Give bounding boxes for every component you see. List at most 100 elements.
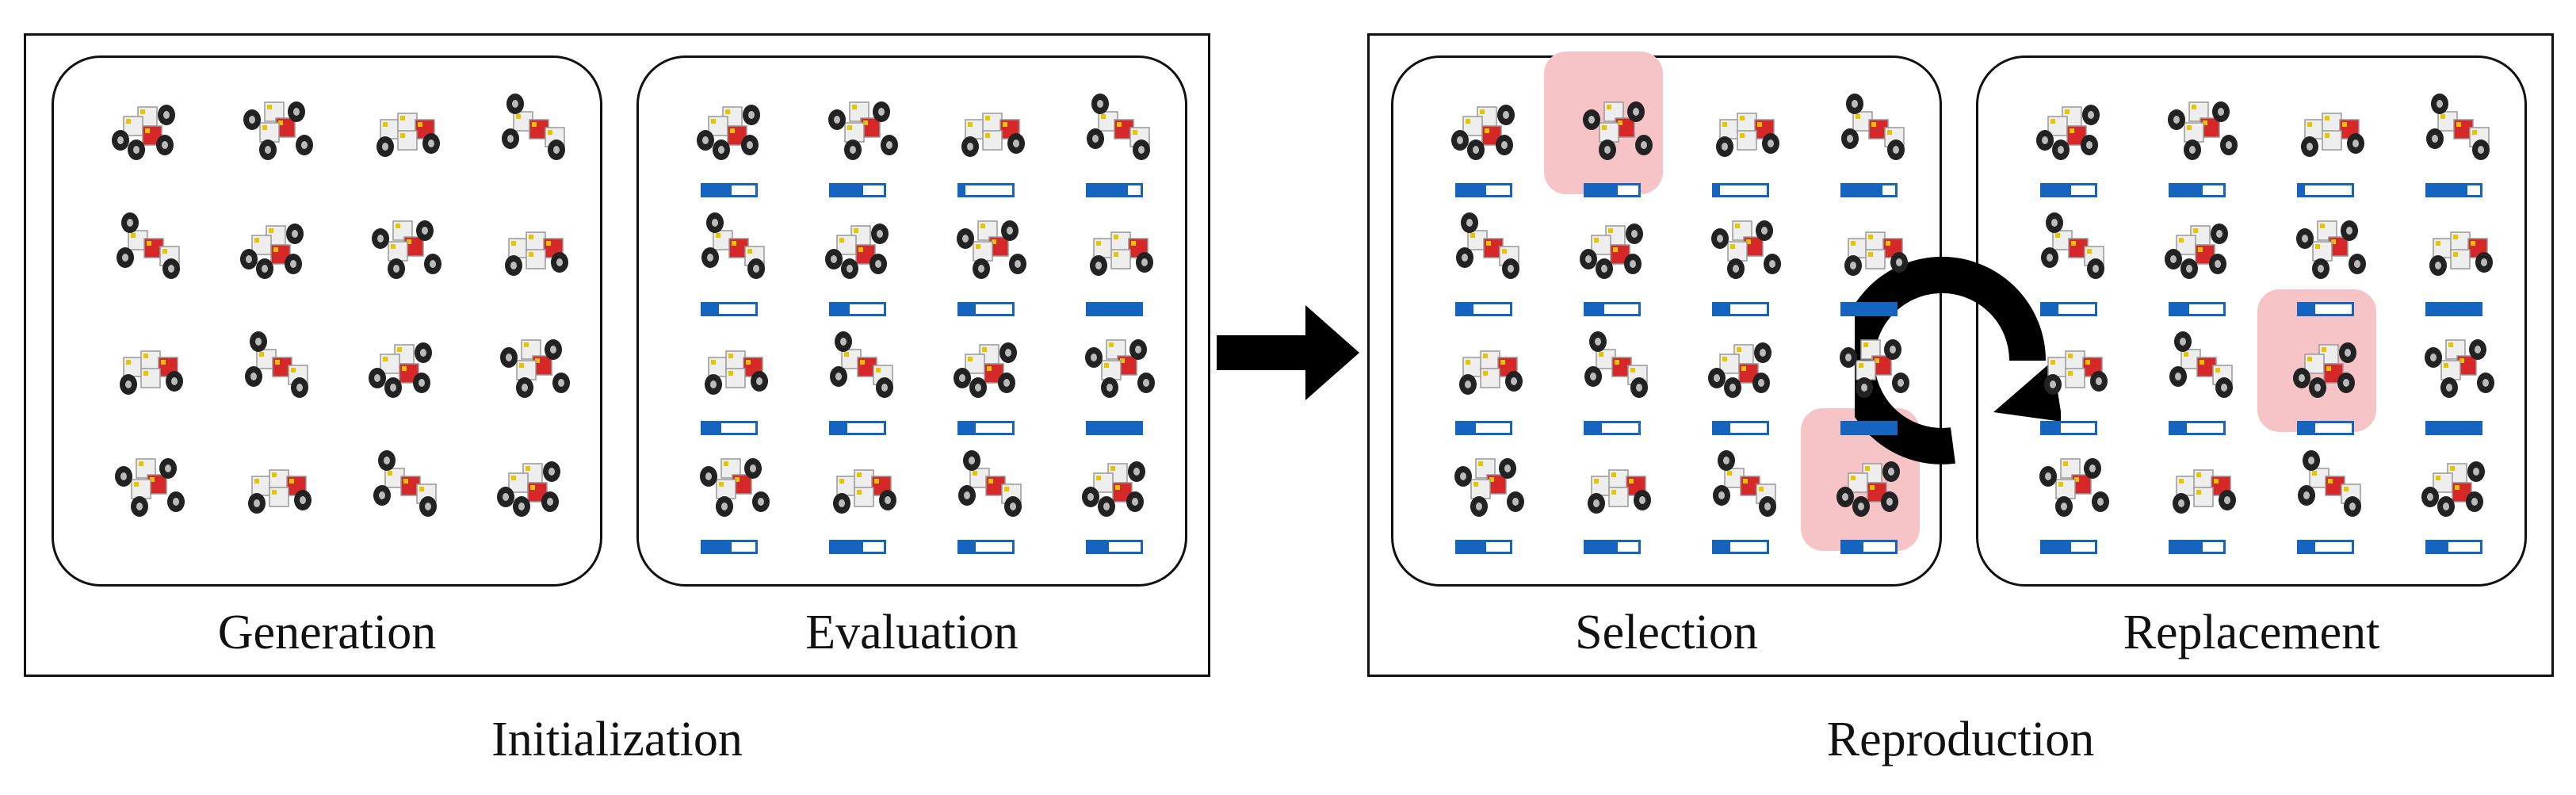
generation-panel [52,55,602,587]
fitness-bar-fill [1458,542,1487,552]
fitness-bar [957,540,1015,554]
robot-cell [1688,193,1807,316]
fitness-bar [1086,302,1143,316]
fitness-bar-fill [1586,542,1618,552]
evaluation-panel [636,55,1187,587]
fitness-bar-fill [2043,542,2072,552]
robot-cell [477,74,596,193]
robot-cell [934,74,1053,197]
fitness-bar [2425,302,2482,316]
fitness-bar-fill [1843,185,1882,195]
robot-cell [2016,312,2135,435]
fitness-bar-fill [2428,542,2449,552]
robot-cell [92,312,211,430]
fitness-bar [1712,183,1769,197]
fitness-bar [1840,540,1898,554]
fitness-bar-fill [2428,185,2467,195]
robot-cell [1062,193,1181,316]
fitness-bar-fill [960,185,965,195]
robot-cell [805,193,924,316]
fitness-bar [2425,421,2482,435]
fitness-bar [2425,540,2482,554]
robot-cell [1817,193,1936,316]
fitness-bar-fill [2171,185,2203,195]
right-arrow-icon [1217,305,1359,400]
fitness-bar [2040,183,2097,197]
robot-cell [805,74,924,197]
selection-label: Selection [1575,606,1758,659]
fitness-bar-fill [831,423,847,433]
fitness-bar-fill [2299,304,2315,314]
fitness-bar [957,183,1015,197]
fitness-bar-fill [703,542,732,552]
fitness-bar-fill [1714,185,1720,195]
fitness-bar [1584,183,1641,197]
robot-cell [92,74,211,193]
fitness-bar-fill [1586,304,1605,314]
fitness-bar [2040,421,2097,435]
fitness-bar-fill [2043,423,2062,433]
fitness-bar [829,302,886,316]
fitness-bar-fill [2299,423,2315,433]
fitness-bar-fill [703,304,719,314]
initialization-label: Initialization [491,713,743,766]
robot-cell [805,312,924,435]
fitness-bar [701,421,758,435]
robot-cell [2145,74,2264,197]
fitness-bar-fill [2043,304,2058,314]
fitness-bar [2297,540,2354,554]
reproduction-label: Reproduction [1826,713,2095,766]
fitness-bar-fill [1586,185,1618,195]
robot-cell [2402,193,2521,316]
robot-cell [677,74,796,197]
robot-cell [92,193,211,312]
robot-cell [2145,430,2264,554]
robot-cell [1560,193,1679,316]
robot-cell [220,430,339,549]
fitness-bar [957,302,1015,316]
robot-cell [2145,312,2264,435]
robot-cell [220,74,339,193]
robot-cell [2016,193,2135,316]
robot-cell [1431,193,1550,316]
fitness-bar [957,421,1015,435]
robot-cell [1062,312,1181,435]
robot-cell [677,312,796,435]
fitness-bar-fill [2428,423,2480,433]
highlighted-robot-cell [2257,289,2392,435]
fitness-bar [2297,421,2354,435]
replacement-panel [1976,55,2527,587]
fitness-bar-fill [831,542,863,552]
robot-cell [2016,74,2135,197]
robot-cell [477,312,596,430]
robot-cell [1817,312,1936,435]
fitness-bar [1455,540,1512,554]
fitness-bar [1840,302,1898,316]
fitness-bar [1712,421,1769,435]
robot-cell [1431,312,1550,435]
fitness-bar [701,302,758,316]
fitness-bar-fill [2171,423,2187,433]
fitness-bar [1455,421,1512,435]
fitness-bar [1584,421,1641,435]
fitness-bar [1086,421,1143,435]
fitness-bar-fill [2171,542,2203,552]
fitness-bar [1086,540,1143,554]
fitness-bar-fill [831,185,863,195]
robot-cell [2145,193,2264,316]
fitness-bar [829,421,886,435]
robot-cell [92,430,211,549]
fitness-bar [2297,183,2354,197]
robot-cell [2273,193,2392,316]
robot-cell [1062,74,1181,197]
robot-cell [349,312,468,430]
robot-cell [220,193,339,312]
robot-cell [1062,430,1181,554]
fitness-bar [2297,302,2354,316]
robot-cell [2016,430,2135,554]
robot-cell [2273,430,2392,554]
robot-cell [1560,312,1679,435]
robot-cell [349,74,468,193]
fitness-bar-fill [2299,542,2315,552]
fitness-bar-fill [1586,423,1602,433]
